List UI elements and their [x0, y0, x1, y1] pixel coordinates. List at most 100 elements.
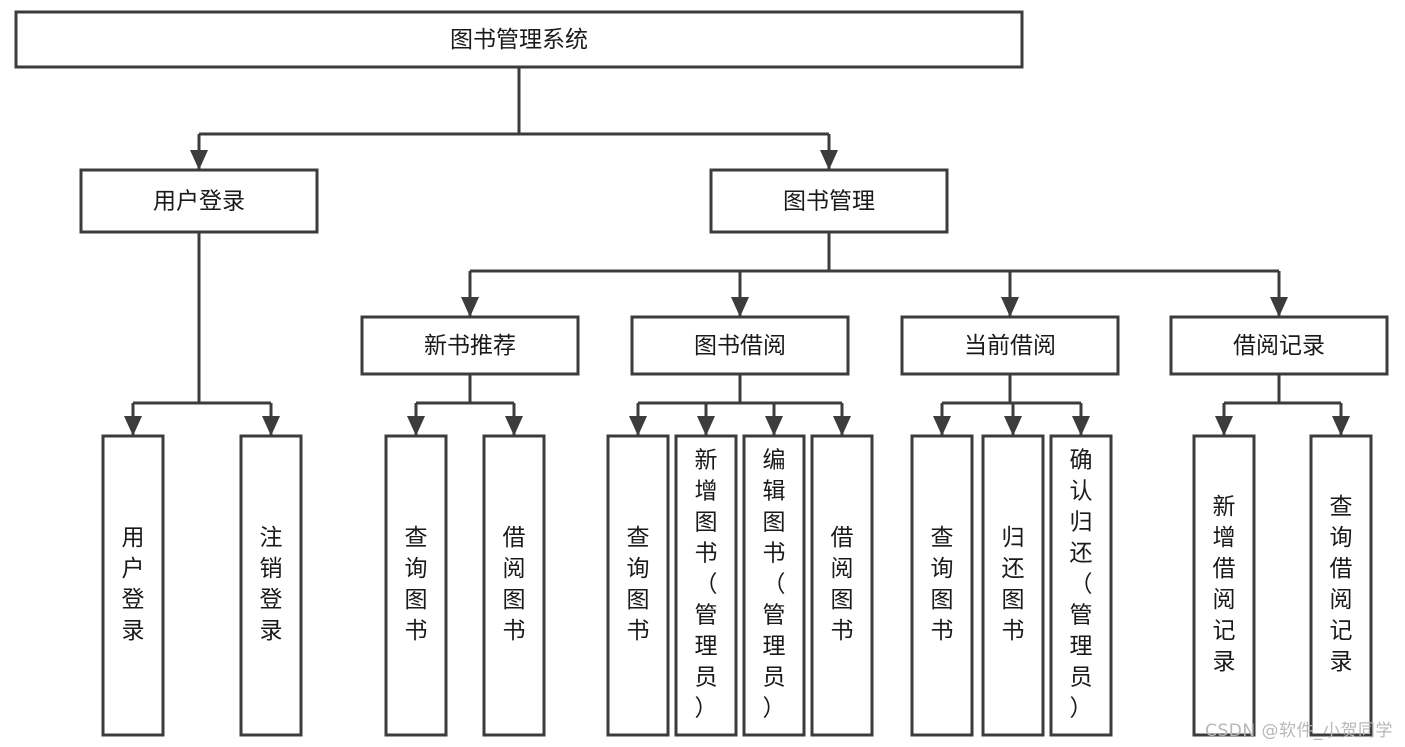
node-label-char: 理: [695, 634, 718, 660]
node-label-char: 图: [763, 510, 786, 536]
node-box: [900, 315, 1120, 376]
node-label-char: 图: [503, 587, 526, 613]
arrow-head-icon: [1001, 297, 1019, 317]
node-label-char: 书: [831, 618, 854, 644]
arrow-head-icon: [1004, 416, 1022, 436]
node-label-char: 书: [931, 618, 954, 644]
node-label-char: （: [695, 572, 718, 598]
node-label-char: ）: [763, 696, 786, 722]
node-label-char: 归: [1070, 510, 1093, 536]
arrow-head-icon: [833, 416, 851, 436]
node-box: [101, 434, 165, 737]
node-label-char: 阅: [1330, 587, 1353, 613]
node-borrow-record[interactable]: 借阅记录: [1169, 315, 1389, 376]
node-label: 图书管理系统: [450, 27, 588, 53]
node-label-char: 增: [1213, 525, 1236, 551]
node-label-char: 录: [1330, 649, 1353, 675]
node-label-char: 书: [405, 618, 428, 644]
node-label-char: 图: [931, 587, 954, 613]
node-label: 图书管理: [783, 189, 875, 215]
arrow-head-icon: [629, 416, 647, 436]
node-label-char: 记: [1330, 618, 1353, 644]
node-new-book-recommend[interactable]: 新书推荐: [360, 315, 580, 376]
node-label-char: 书: [503, 618, 526, 644]
node-box: [239, 434, 303, 737]
node-box: [1309, 434, 1373, 737]
node-label-char: 新: [695, 448, 718, 474]
node-label-char: 认: [1070, 479, 1093, 505]
node-label-char: 归: [1002, 525, 1025, 551]
node-label-char: （: [763, 572, 786, 598]
arrow-head-icon: [461, 297, 479, 317]
arrow-head-icon: [505, 416, 523, 436]
arrow-head-icon: [731, 297, 749, 317]
arrow-head-icon: [697, 416, 715, 436]
node-user-login[interactable]: 用户登录: [79, 168, 319, 234]
node-box: [384, 434, 448, 737]
node-book-manage[interactable]: 图书管理: [709, 168, 949, 234]
arrow-head-icon: [190, 150, 208, 170]
node-label-char: 管: [763, 603, 786, 629]
node-current-borrow[interactable]: 当前借阅: [900, 315, 1120, 376]
node-label-char: 图: [831, 587, 854, 613]
arrow-head-icon: [765, 416, 783, 436]
node-box: [1049, 434, 1113, 737]
node-box: [981, 434, 1045, 737]
node-label-char: 编: [763, 448, 786, 474]
connectors-layer: [124, 67, 1350, 436]
node-label-char: 图: [627, 587, 650, 613]
node-label-char: 询: [1330, 525, 1353, 551]
node-label-char: 新: [1213, 494, 1236, 520]
node-label-char: 员: [695, 665, 718, 691]
node-label-char: 录: [122, 618, 145, 644]
node-box: [1169, 315, 1389, 376]
node-label-char: 询: [405, 556, 428, 582]
node-label-char: 图: [405, 587, 428, 613]
node-label-char: 书: [695, 541, 718, 567]
node-box: [674, 434, 738, 737]
node-book-borrow[interactable]: 图书借阅: [630, 315, 850, 376]
node-label-char: 查: [931, 525, 954, 551]
node-box: [910, 434, 974, 737]
node-label-char: 借: [1213, 556, 1236, 582]
node-label-char: ）: [695, 696, 718, 722]
arrow-head-icon: [820, 150, 838, 170]
node-label: 新书推荐: [424, 333, 516, 359]
node-label-char: ）: [1070, 696, 1093, 722]
node-label-char: 询: [931, 556, 954, 582]
node-label: 用户登录: [153, 189, 245, 215]
node-box: [14, 10, 1024, 69]
node-label-char: 管: [1070, 603, 1093, 629]
arrow-head-icon: [407, 416, 425, 436]
node-label-char: 询: [627, 556, 650, 582]
node-label: 当前借阅: [964, 333, 1056, 359]
watermark-text: CSDN @软件_小贺同学: [1205, 721, 1393, 741]
node-label-char: 录: [260, 618, 283, 644]
node-label-char: 借: [1330, 556, 1353, 582]
node-box: [79, 168, 319, 234]
node-label-char: 阅: [503, 556, 526, 582]
arrow-head-icon: [933, 416, 951, 436]
node-label-char: 辑: [763, 479, 786, 505]
node-label-char: 管: [695, 603, 718, 629]
node-root[interactable]: 图书管理系统: [14, 10, 1024, 69]
node-label-char: 查: [405, 525, 428, 551]
node-label-char: 阅: [831, 556, 854, 582]
node-label: 图书借阅: [694, 333, 786, 359]
node-label-char: 确: [1070, 448, 1093, 474]
node-leaf-user-login[interactable]: 用户登录: [101, 434, 165, 737]
